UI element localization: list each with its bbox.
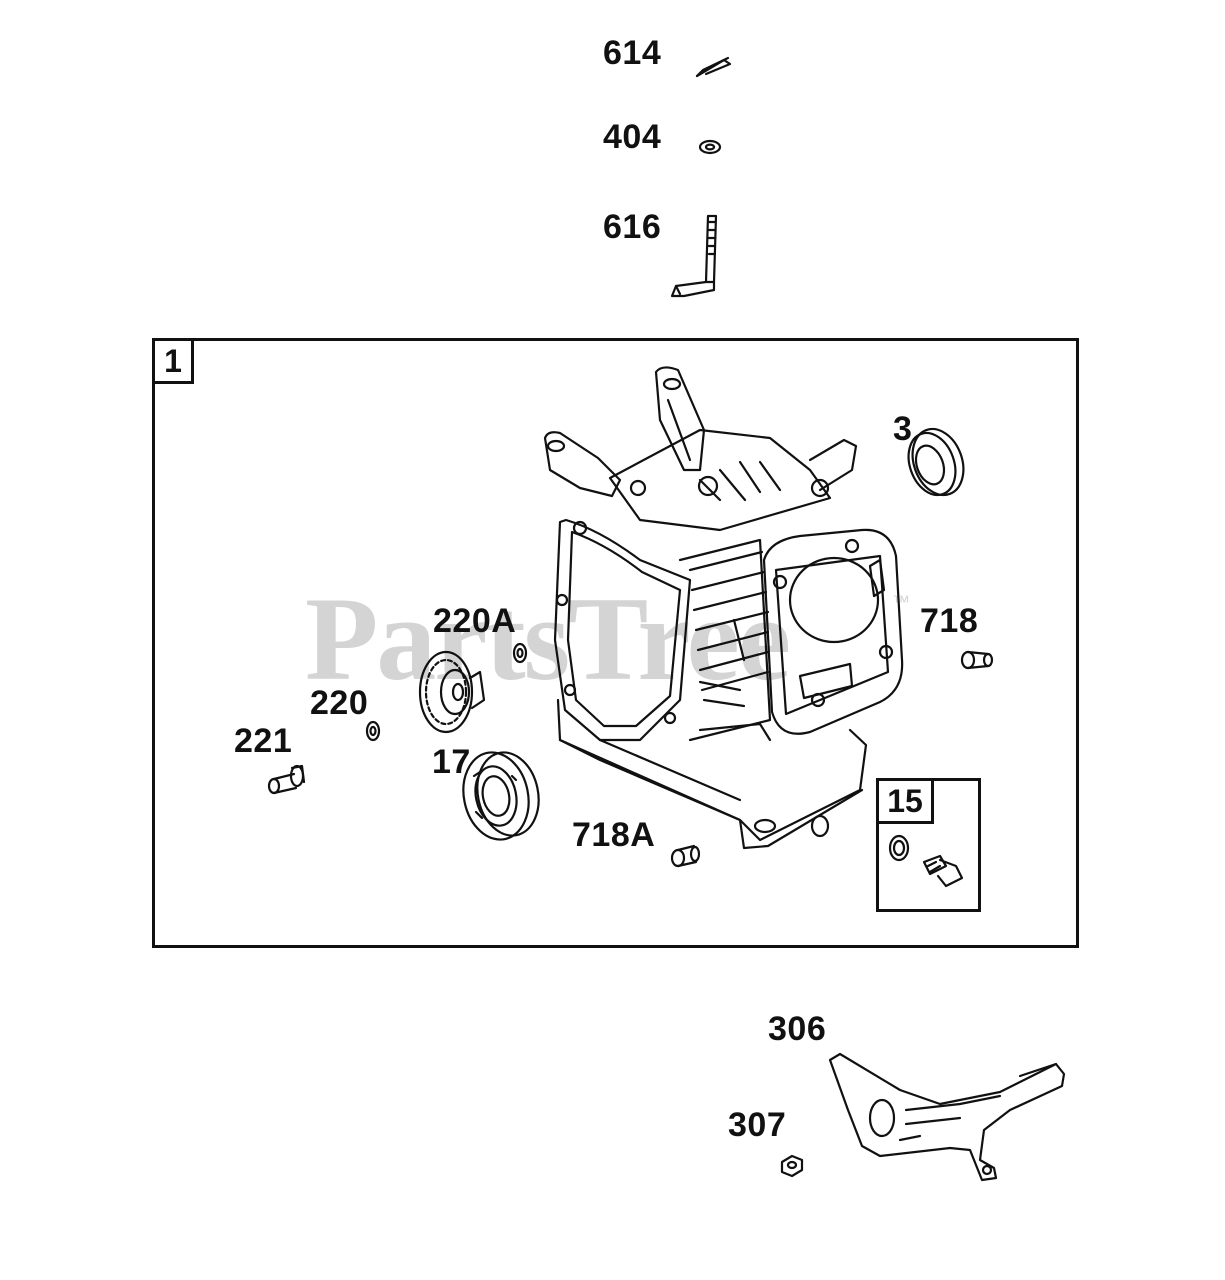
- cotter-pin-part[interactable]: [695, 56, 732, 78]
- washer-part-220[interactable]: [365, 720, 381, 742]
- callout-307[interactable]: 307: [728, 1106, 787, 1144]
- dowel-pin-part-718a[interactable]: [670, 844, 701, 868]
- washer-part-404[interactable]: [698, 139, 722, 155]
- callout-616[interactable]: 616: [603, 208, 662, 246]
- oil-seal-part[interactable]: [900, 422, 972, 502]
- gear-shaft-pin-part[interactable]: [267, 764, 306, 795]
- shroud-bolt-part[interactable]: [780, 1154, 804, 1178]
- governor-gear-part[interactable]: [418, 650, 486, 734]
- partstree-watermark: PartsTree: [305, 572, 791, 705]
- callout-404[interactable]: 404: [603, 118, 662, 156]
- assembly-group-tag: 1: [152, 338, 194, 384]
- link-rod-part[interactable]: [670, 214, 718, 298]
- callout-718[interactable]: 718: [920, 602, 979, 640]
- ball-bearing-part[interactable]: [456, 746, 547, 845]
- dowel-pin-part-718[interactable]: [960, 650, 994, 670]
- crankcase-block-part[interactable]: [543, 366, 904, 850]
- callout-17[interactable]: 17: [432, 743, 471, 781]
- assembly-group-frame: [152, 338, 1079, 948]
- callout-614[interactable]: 614: [603, 34, 662, 72]
- washer-part-220a[interactable]: [512, 642, 528, 664]
- callout-306[interactable]: 306: [768, 1010, 827, 1048]
- blower-shroud-part[interactable]: [828, 1052, 1066, 1182]
- callout-220a[interactable]: 220A: [433, 602, 517, 640]
- trademark-symbol: ™: [892, 592, 910, 612]
- callout-221[interactable]: 221: [234, 722, 293, 760]
- subgroup-tag: 15: [876, 778, 934, 824]
- drain-plug-bolt-part[interactable]: [922, 854, 964, 888]
- callout-3[interactable]: 3: [893, 410, 913, 448]
- drain-plug-washer-part[interactable]: [888, 834, 910, 862]
- callout-220[interactable]: 220: [310, 684, 369, 722]
- callout-718a[interactable]: 718A: [572, 816, 656, 854]
